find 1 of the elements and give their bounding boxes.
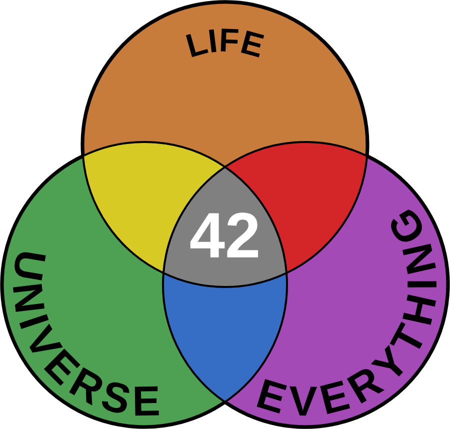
center-overlap: 42	[162, 166, 288, 288]
